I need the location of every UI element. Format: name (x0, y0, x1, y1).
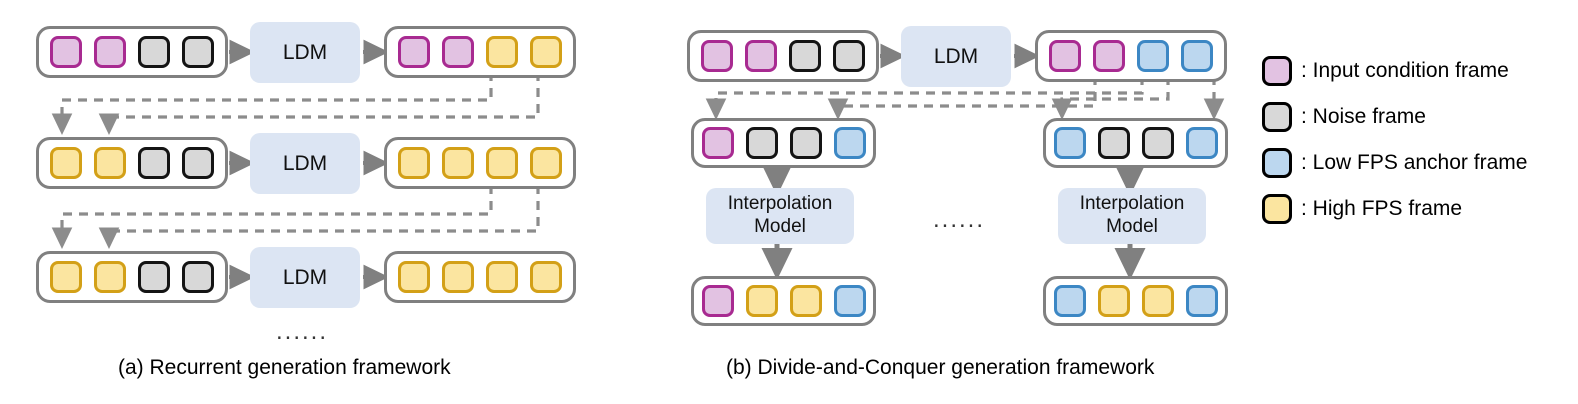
ldm-label: LDM (282, 265, 328, 289)
noise-swatch-icon (1262, 102, 1292, 132)
panel-b-ldm-output-group (1035, 30, 1227, 82)
condition-swatch-icon (1262, 56, 1292, 86)
panel-b-segment-left-interpolation-box[interactable]: Interpolation Model (706, 188, 854, 244)
legend-item-noise: : Noise frame (1262, 94, 1572, 140)
panel-a-row-3-output-group (384, 251, 576, 303)
panel-b-segment-left-input-group (691, 118, 876, 168)
frame-high-fps (442, 147, 474, 179)
panel-a-row-2-output-group (384, 137, 576, 189)
frame-high-fps (486, 36, 518, 68)
frame-high-fps (94, 147, 126, 179)
frame-high-fps (94, 261, 126, 293)
frame-input-condition (745, 40, 777, 72)
frame-low-fps-anchor (833, 127, 866, 159)
low-fps-swatch-icon (1262, 148, 1292, 178)
panel-b-caption: (b) Divide-and-Conquer generation framew… (726, 356, 1155, 379)
frame-high-fps (1141, 285, 1174, 317)
panel-b-segment-right-output-group (1043, 276, 1228, 326)
panel-a-row-1-input-group (36, 26, 228, 78)
frame-input-condition (94, 36, 126, 68)
frame-input-condition (1093, 40, 1125, 72)
frame-high-fps (530, 36, 562, 68)
frame-high-fps (50, 147, 82, 179)
frame-noise (789, 40, 821, 72)
frame-input-condition (50, 36, 82, 68)
legend-label: : Low FPS anchor frame (1301, 151, 1528, 174)
frame-noise (138, 147, 170, 179)
frame-high-fps (745, 285, 778, 317)
interpolation-model-label: Interpolation Model (727, 193, 833, 237)
frame-noise (745, 127, 778, 159)
frame-low-fps-anchor (1181, 40, 1213, 72)
frame-noise (182, 147, 214, 179)
frame-high-fps (789, 285, 822, 317)
panel-b-ellipsis: ...... (933, 206, 986, 233)
frame-noise (182, 261, 214, 293)
ldm-label: LDM (933, 44, 979, 68)
frame-high-fps (530, 147, 562, 179)
frame-input-condition (398, 36, 430, 68)
frame-high-fps (50, 261, 82, 293)
panel-b-segment-right-interpolation-box[interactable]: Interpolation Model (1058, 188, 1206, 244)
panel-a-row-2-ldm-box[interactable]: LDM (250, 133, 360, 194)
frame-noise (1097, 127, 1130, 159)
frame-input-condition (442, 36, 474, 68)
panel-a-row-1-output-group (384, 26, 576, 78)
frame-low-fps-anchor (1185, 285, 1218, 317)
panel-a-row-3-ldm-box[interactable]: LDM (250, 247, 360, 308)
frame-high-fps (486, 261, 518, 293)
legend-label: : Noise frame (1301, 105, 1426, 128)
frame-low-fps-anchor (833, 285, 866, 317)
interpolation-model-label: Interpolation Model (1079, 193, 1185, 237)
legend: : Input condition frame : Noise frame : … (1262, 48, 1572, 232)
frame-input-condition (701, 127, 734, 159)
panel-b-segment-left-output-group (691, 276, 876, 326)
frame-low-fps-anchor (1137, 40, 1169, 72)
legend-label: : High FPS frame (1301, 197, 1463, 220)
frame-input-condition (701, 40, 733, 72)
frame-high-fps (530, 261, 562, 293)
frame-input-condition (1049, 40, 1081, 72)
panel-a-row-1-ldm-box[interactable]: LDM (250, 22, 360, 83)
ldm-label: LDM (282, 151, 328, 175)
frame-low-fps-anchor (1053, 127, 1086, 159)
frame-noise (833, 40, 865, 72)
panel-b-ldm-box[interactable]: LDM (901, 26, 1011, 87)
panel-a-ellipsis: ...... (276, 318, 329, 345)
frame-noise (138, 36, 170, 68)
frame-high-fps (442, 261, 474, 293)
legend-item-input-condition: : Input condition frame (1262, 48, 1572, 94)
frame-high-fps (486, 147, 518, 179)
frame-noise (138, 261, 170, 293)
panel-a-row-3-input-group (36, 251, 228, 303)
panel-b-segment-right-input-group (1043, 118, 1228, 168)
frame-input-condition (701, 285, 734, 317)
frame-noise (789, 127, 822, 159)
legend-label: : Input condition frame (1301, 59, 1509, 82)
panel-b-ldm-input-group (687, 30, 879, 82)
panel-a-caption: (a) Recurrent generation framework (118, 356, 451, 379)
frame-low-fps-anchor (1053, 285, 1086, 317)
frame-noise (182, 36, 214, 68)
frame-high-fps (1097, 285, 1130, 317)
frame-high-fps (398, 147, 430, 179)
high-fps-swatch-icon (1262, 194, 1292, 224)
frame-high-fps (398, 261, 430, 293)
frame-low-fps-anchor (1185, 127, 1218, 159)
frame-noise (1141, 127, 1174, 159)
legend-item-low-fps-anchor: : Low FPS anchor frame (1262, 140, 1572, 186)
panel-a-row-2-input-group (36, 137, 228, 189)
legend-item-high-fps: : High FPS frame (1262, 186, 1572, 232)
ldm-label: LDM (282, 40, 328, 64)
